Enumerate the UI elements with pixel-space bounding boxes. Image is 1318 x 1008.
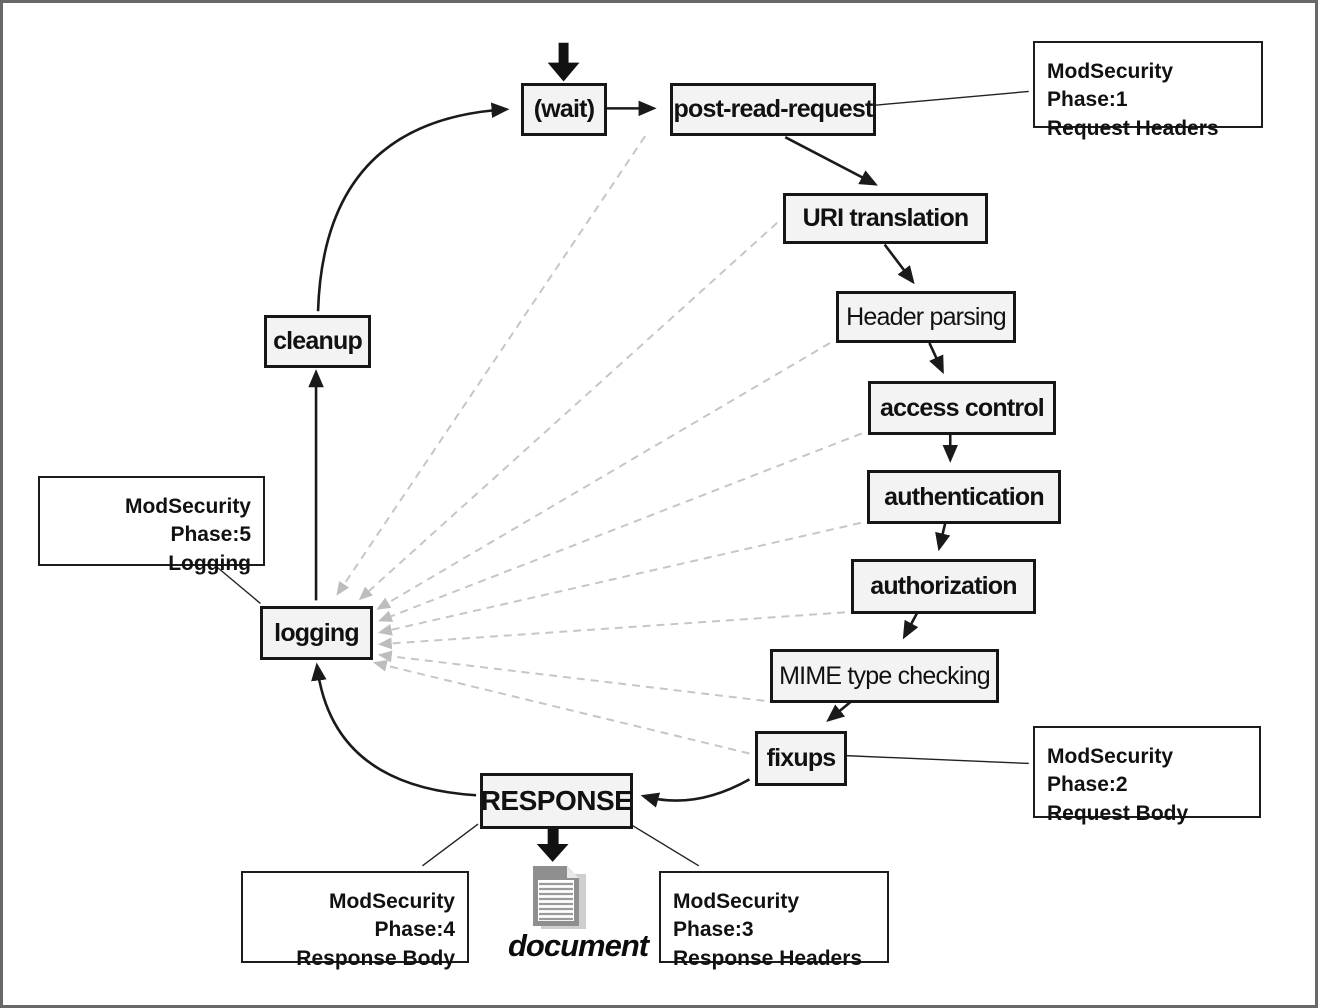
callout-phase5-line2: Logging [168,551,251,575]
node-authorization: authorization [851,559,1036,614]
node-cleanup: cleanup [264,315,371,368]
callout-phase1-line1: ModSecurity Phase:1 [1047,60,1174,112]
callout-phase4-line1: ModSecurity Phase:4 [328,890,455,942]
leader-phase3 [629,823,700,867]
dashed-link-header-parsing [376,342,831,610]
callout-phase3-line1: ModSecurity Phase:3 [673,890,800,942]
entry-arrow-into-wait [547,42,580,82]
node-wait: (wait) [521,83,607,136]
dashed-link-fixups [372,659,750,755]
arrow-uri-to-header [883,243,915,285]
leader-phase4 [421,823,479,867]
arrow-post-read-to-uri [784,136,878,186]
arrow-authorization-to-mime [902,611,919,640]
callout-phase3: ModSecurity Phase:3 Response Headers [659,871,889,970]
dashed-link-post-read-request [336,135,646,596]
node-wait-label: (wait) [533,95,595,123]
dashed-link-authorization [377,611,845,650]
callout-phase2: ModSecurity Phase:2 Request Body [1033,726,1261,825]
dashed-link-access-control [378,432,863,622]
arrow-header-to-access [928,342,944,375]
arrow-cleanup-to-wait [316,102,510,312]
node-response-label: RESPONSE [480,785,633,816]
node-header-parsing-label: Header parsing [846,302,1007,331]
callout-phase3-line2: Response Headers [673,946,863,970]
node-mime-type-checking-label: MIME type checking [779,661,990,690]
node-post-read-request: post-read-request [670,83,876,136]
node-header-parsing: Header parsing [836,291,1016,343]
node-access-control: access control [868,381,1056,435]
node-uri-translation-label: URI translation [802,204,970,232]
node-uri-translation: URI translation [783,193,988,244]
document-icon [527,863,595,933]
node-logging: logging [260,606,373,660]
callout-phase1: ModSecurity Phase:1 Request Headers [1033,41,1263,140]
node-fixups-label: fixups [766,744,837,772]
callout-phase4: ModSecurity Phase:4 Response Body [241,871,469,970]
arrow-response-to-logging [311,662,477,797]
dashed-link-authentication [377,521,862,636]
arrow-mime-to-fixups [826,699,853,723]
document-label: document [508,928,649,963]
callout-phase5: ModSecurity Phase:5 Logging [38,476,265,575]
arrow-authentication-to-authorization [935,522,951,552]
node-mime-type-checking: MIME type checking [770,649,999,703]
node-fixups: fixups [755,731,847,786]
node-access-control-label: access control [880,393,1045,422]
node-response: RESPONSE [480,773,633,829]
node-authorization-label: authorization [870,572,1017,600]
callout-phase5-line1: ModSecurity Phase:5 [124,495,251,547]
callout-phase2-line1: ModSecurity Phase:2 [1047,745,1174,797]
callout-phase4-line2: Response Body [296,946,455,970]
leader-phase2 [842,754,1029,765]
fat-arrows [536,42,580,862]
dashed-link-mime-type-checking [377,650,765,702]
node-logging-label: logging [274,618,359,647]
callout-phase1-line2: Request Headers [1047,116,1219,140]
dashed-link-uri-translation [358,221,778,601]
arrow-response-to-document [536,826,569,862]
node-authentication-label: authentication [884,482,1044,511]
arrow-fixups-to-response [640,778,751,808]
node-post-read-request-label: post-read-request [673,95,874,123]
node-authentication: authentication [867,470,1061,524]
node-cleanup-label: cleanup [273,327,363,355]
leader-phase1 [872,90,1029,107]
callout-phase2-line2: Request Body [1047,801,1189,825]
